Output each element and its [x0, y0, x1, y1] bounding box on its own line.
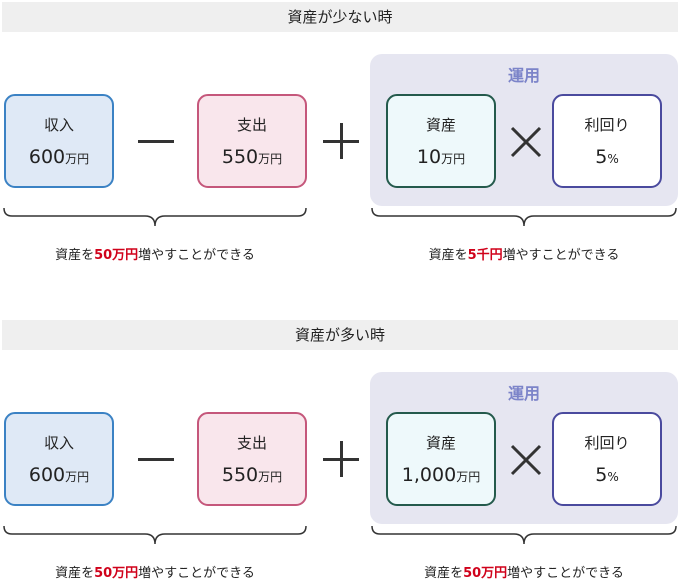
asset-label: 資産 — [425, 434, 456, 452]
section-title: 資産が少ない時 — [2, 2, 678, 32]
right-brace — [371, 525, 677, 545]
left-caption: 資産を50万円増やすことができる — [55, 248, 255, 263]
yield-box: 利回り 5% — [552, 412, 662, 506]
expense-box: 支出 550万円 — [197, 412, 307, 506]
yield-label: 利回り — [584, 116, 630, 134]
income-box: 収入 600万円 — [4, 94, 114, 188]
expense-box: 支出 550万円 — [197, 94, 307, 188]
asset-label: 資産 — [425, 116, 456, 134]
expense-value: 550万円 — [221, 146, 283, 168]
times-icon — [510, 126, 542, 158]
investment-label: 運用 — [507, 384, 540, 403]
left-brace — [3, 207, 307, 227]
asset-value: 10万円 — [416, 146, 466, 168]
asset-value: 1,000万円 — [401, 464, 481, 486]
expense-value: 550万円 — [221, 464, 283, 486]
section-high-assets: 資産が多い時 運用 収入 600万円 支出 550万円 資産 1,000万円 利… — [0, 318, 680, 588]
left-caption: 資産を50万円増やすことができる — [55, 566, 255, 581]
yield-value: 5% — [595, 464, 619, 486]
income-box: 収入 600万円 — [4, 412, 114, 506]
expense-label: 支出 — [236, 434, 267, 452]
income-value: 600万円 — [28, 464, 90, 486]
minus-icon — [138, 140, 174, 143]
income-value: 600万円 — [28, 146, 90, 168]
right-caption: 資産を50万円増やすことができる — [424, 566, 624, 581]
income-label: 収入 — [43, 116, 74, 134]
section-low-assets: 資産が少ない時 運用 収入 600万円 支出 550万円 資産 10万円 利回り… — [0, 0, 680, 270]
asset-box: 資産 1,000万円 — [386, 412, 496, 506]
section-title: 資産が多い時 — [2, 320, 678, 350]
times-icon — [510, 444, 542, 476]
yield-box: 利回り 5% — [552, 94, 662, 188]
expense-label: 支出 — [236, 116, 267, 134]
right-brace — [371, 207, 677, 227]
yield-label: 利回り — [584, 434, 630, 452]
income-label: 収入 — [43, 434, 74, 452]
minus-icon — [138, 458, 174, 461]
yield-value: 5% — [595, 146, 619, 168]
left-brace — [3, 525, 307, 545]
right-caption: 資産を5千円増やすことができる — [428, 248, 620, 263]
investment-label: 運用 — [507, 66, 540, 85]
asset-box: 資産 10万円 — [386, 94, 496, 188]
